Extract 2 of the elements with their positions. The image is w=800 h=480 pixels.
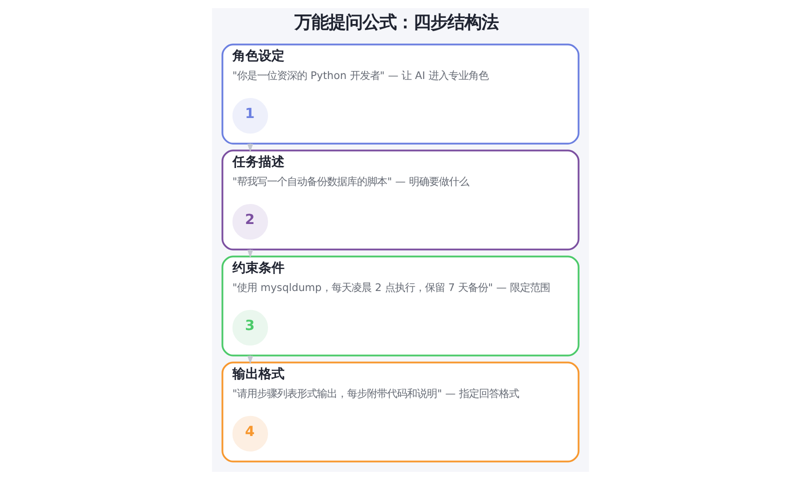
node-circle: 4 [232, 416, 268, 452]
diagram-title: 万能提问公式：四步结构法 [294, 13, 498, 34]
